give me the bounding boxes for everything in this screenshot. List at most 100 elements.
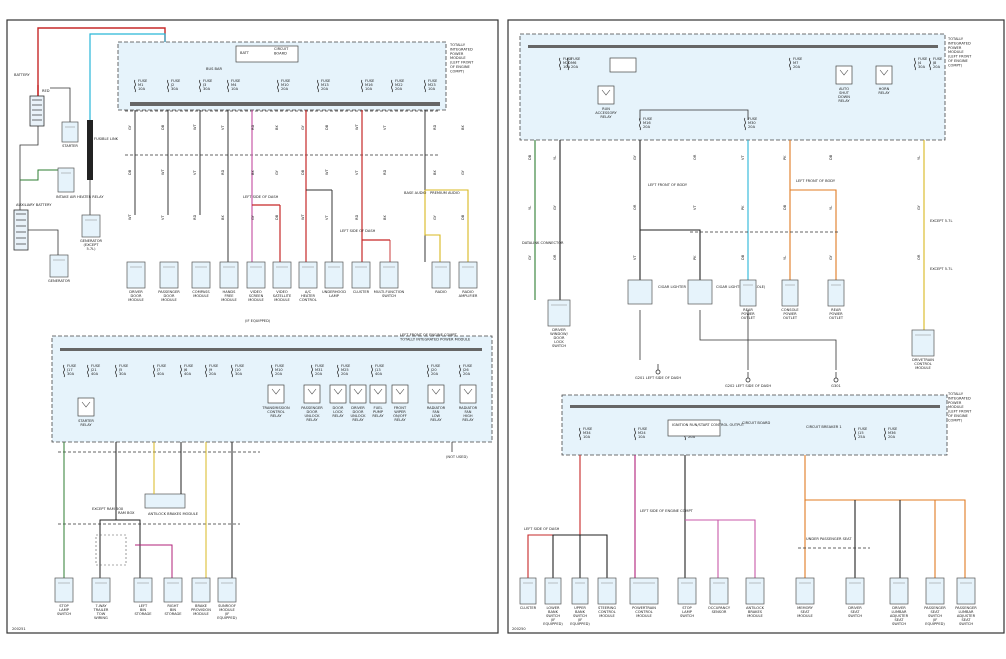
relay-coil-icon — [601, 89, 611, 96]
wire-code: VT — [325, 215, 329, 220]
component-label: REAR — [743, 308, 753, 312]
wire-code: RD — [433, 125, 437, 130]
note-except-57: EXCEPT 5.7L — [930, 219, 952, 223]
bottom-harness-wire — [99, 519, 116, 578]
right-bottom-module-header: MODULE — [948, 405, 964, 409]
component-label: DRIVER — [129, 290, 143, 294]
note-if-equipped: (IF EQUIPPED) — [245, 319, 271, 323]
fuse-label: FUSE — [375, 364, 385, 368]
fuse-label: FUSE — [858, 427, 868, 431]
right-sheet-id: 200250 — [512, 627, 526, 631]
trailer-splice-box — [95, 534, 127, 566]
component-label: (EXCEPT — [83, 243, 99, 247]
fuse-number: M6 — [571, 61, 577, 65]
fuse-number: M23 — [428, 83, 436, 87]
component-box — [889, 577, 909, 605]
battery-ground-wire — [19, 126, 39, 210]
fuse-number: M10 — [275, 368, 283, 372]
relay-coil-icon — [373, 388, 383, 395]
right-circuit-board-box — [609, 57, 637, 73]
relay-coil-icon — [463, 388, 473, 395]
component-label: SENSOR — [712, 610, 727, 614]
component-box — [217, 577, 237, 603]
wire-code: BK — [433, 170, 437, 175]
component-box — [272, 261, 292, 289]
component-label: PROVISION — [191, 608, 211, 612]
fuse-amperage: 20A — [431, 372, 439, 376]
fuse-number: M34 — [583, 431, 591, 435]
component-label: SATELLITE — [273, 294, 292, 298]
fuse-label: FUSE — [231, 79, 241, 83]
relay-label: FRONT — [394, 406, 407, 410]
component-label: UPPER — [574, 606, 586, 610]
fuse-symbol — [391, 79, 393, 93]
right-harness-wire — [790, 189, 837, 280]
component-label: PASSENGER — [955, 606, 977, 610]
component-box — [911, 329, 935, 357]
module-header-line: MODULE — [450, 56, 466, 60]
relay-label: RELAY — [430, 418, 442, 422]
wire-code: RD — [193, 215, 197, 220]
fuse-symbol — [63, 364, 65, 378]
component-label: OUTLET — [829, 316, 844, 320]
component-label: LAMP — [59, 608, 70, 612]
fuse-number: J15 — [857, 431, 864, 435]
component-label: DRIVER — [892, 606, 906, 610]
fuse-number: M16 — [643, 121, 651, 125]
component-label: VIDEO — [276, 290, 288, 294]
fuse-amperage: 30A — [918, 65, 926, 69]
wire-code: BK — [383, 215, 387, 220]
intake-heater-wire-green — [20, 169, 58, 181]
component-label: SWITCH — [573, 614, 587, 618]
relay-label: DOWN — [838, 95, 850, 99]
wire-code: VT — [355, 170, 359, 175]
left-sheet: STARTERSTARTERINTAKE AIR HEATER RELAYGEN… — [13, 27, 493, 620]
fuse-symbol — [929, 57, 931, 71]
fuse-label: FUSE — [638, 427, 648, 431]
note-left-side-dash: LEFT SIDE OF DASH — [524, 527, 560, 531]
component-label: MODULE — [599, 614, 615, 618]
fuse-amperage: 20A — [275, 372, 283, 376]
fuse-label: FUSE — [395, 79, 405, 83]
module-header-line: POWER — [450, 52, 464, 56]
fuse-number: J6 — [183, 368, 188, 372]
ground-label: G202 LEFT SIDE OF DASH — [725, 384, 771, 388]
component-label: (IF — [551, 618, 556, 622]
right-bottom-module-header: TOTALLY — [947, 392, 964, 396]
radio-wire-yellow — [424, 190, 441, 262]
fuse-label: FUSE — [933, 57, 943, 61]
fuse-symbol — [789, 57, 791, 71]
wire-code: YL — [783, 256, 787, 260]
component-label: STEERING — [598, 606, 616, 610]
right-circuit-board-label: CIRCUIT BOARD — [742, 421, 771, 425]
relay-coil-icon — [879, 69, 889, 76]
wire-code: BK — [275, 125, 279, 130]
component-label: REAR — [831, 308, 841, 312]
component-label: SUNROOF — [218, 604, 236, 608]
component-label: MULTI-FUNCTION — [374, 290, 405, 294]
relay-label: FUEL — [374, 406, 383, 410]
circuit-breaker-label: CIRCUIT BREAKER 1 — [806, 425, 842, 429]
relay-label: RELAY — [878, 91, 890, 95]
component-label: 5.7L) — [86, 247, 96, 251]
wire-code: YL — [553, 156, 557, 160]
fuse-amperage: 40A — [157, 372, 165, 376]
wire-code: DB — [275, 214, 279, 220]
note-premium-audio: PREMIUM AUDIO — [430, 191, 460, 195]
right-bottom-harness-wire — [580, 534, 608, 578]
fuse-amperage: 20A — [643, 125, 651, 129]
fuse-symbol — [231, 364, 233, 378]
ground-label: G301 — [831, 384, 841, 388]
relay-label: SHUT — [839, 91, 850, 95]
component-label: LUMBAR — [892, 610, 907, 614]
fuse-number: M25 — [341, 368, 349, 372]
wire-code: RD — [221, 170, 225, 175]
component-box — [163, 577, 183, 603]
relay-label: STARTER — [78, 419, 94, 423]
fuse-symbol — [744, 117, 746, 131]
component-label: (IF — [225, 612, 230, 616]
fuse-number: J7 — [156, 368, 160, 372]
component-box — [61, 121, 79, 143]
starter-wire — [50, 87, 71, 122]
